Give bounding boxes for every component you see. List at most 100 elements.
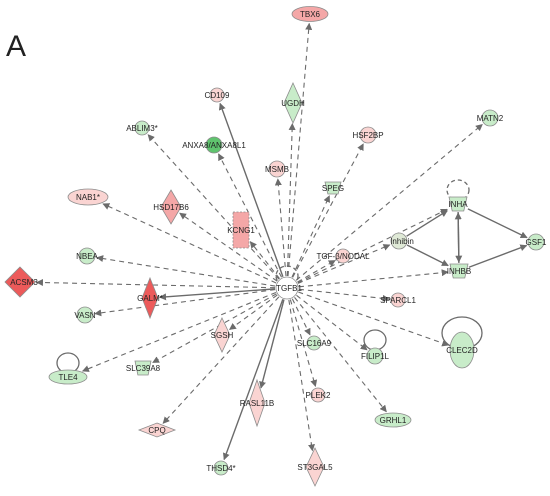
node-acsm3[interactable]: ACSM3 — [4, 266, 38, 298]
edge-tgfb1-to-tbx6 — [287, 22, 313, 277]
node-shape-tbx6 — [291, 6, 329, 22]
node-shape-sgsh — [213, 317, 231, 353]
node-shape-nbea — [78, 247, 96, 265]
node-label-plek2: PLEK2 — [306, 391, 331, 400]
node-shape-ugdh — [283, 82, 303, 124]
edge-tgfb1-to-msmb — [274, 178, 287, 277]
edge-tgfb1-to-filip1l — [296, 294, 368, 351]
node-shape-plek2 — [310, 387, 326, 403]
node-galm[interactable]: GALM* — [137, 276, 163, 320]
node-shape-tgfb1 — [275, 276, 299, 300]
edge-tgfb1-to-tle4 — [81, 292, 277, 372]
node-label-clec2d: CLEC2D — [446, 346, 478, 355]
node-tle4[interactable]: TLE4 — [48, 369, 88, 385]
edge-tgfb1-to-speg — [291, 195, 330, 278]
node-label-inhibin: Inhibin — [390, 237, 414, 246]
node-nbea[interactable]: NBEA — [76, 247, 99, 265]
node-label-msmb: MSMB — [265, 165, 289, 174]
node-rasl11b[interactable]: RASL11B — [240, 378, 275, 428]
edge-tgfb1-to-sparcl1 — [298, 288, 390, 302]
node-slc39a8[interactable]: SLC39A8 — [126, 360, 161, 376]
node-filip1l[interactable]: FILIP1L — [361, 347, 390, 365]
node-shape-nab1 — [67, 188, 109, 206]
self-loop-filip1l — [363, 329, 387, 351]
node-cpq[interactable]: CPQ — [137, 422, 177, 438]
node-shape-grhl1 — [374, 412, 412, 428]
node-tbx6[interactable]: TBX6 — [291, 6, 329, 22]
node-tgfb-nodal[interactable]: TGF-β/NODAL — [316, 248, 370, 264]
node-gsf1[interactable]: GSF1 — [526, 233, 547, 251]
node-label-tgfb1: TGFB1 — [276, 284, 302, 293]
self-loops-layer — [56, 179, 483, 374]
node-shape-sparcl1 — [390, 292, 406, 308]
node-shape-hsd17b6 — [160, 189, 182, 225]
node-sgsh[interactable]: SGSH — [211, 317, 234, 353]
node-label-filip1l: FILIP1L — [361, 352, 390, 361]
edge-tgfb1-to-nab1 — [102, 203, 277, 284]
node-shape-tgfb-nodal — [335, 248, 351, 264]
node-grhl1[interactable]: GRHL1 — [374, 412, 412, 428]
panel-letter: A — [6, 30, 27, 63]
edge-inhibin-to-inhbb — [406, 244, 449, 267]
edge-tgfb1-to-thsd4 — [222, 299, 284, 461]
node-shape-slc16a9 — [306, 335, 322, 351]
node-label-slc39a8: SLC39A8 — [126, 364, 161, 373]
node-label-thsd4: THSD4* — [206, 464, 235, 473]
node-shape-filip1l — [366, 347, 384, 365]
node-sparcl1[interactable]: SPARCL1 — [380, 292, 416, 308]
node-speg[interactable]: SPEG — [322, 181, 344, 195]
node-inhibin[interactable]: Inhibin — [390, 232, 414, 250]
node-clec2d[interactable]: CLEC2D — [446, 331, 478, 369]
node-label-kcng1: KCNG1 — [227, 226, 255, 235]
node-cd109[interactable]: CD109 — [205, 87, 230, 103]
node-shape-thsd4 — [213, 460, 229, 476]
node-kcng1[interactable]: KCNG1 — [227, 211, 255, 249]
node-hsf2bp[interactable]: HSF2BP — [352, 126, 384, 144]
edge-tgfb1-to-st3gal5 — [288, 299, 315, 452]
node-shape-slc39a8 — [134, 360, 152, 376]
node-inha[interactable]: INHA — [448, 196, 468, 212]
node-inhbb[interactable]: INHBB — [447, 263, 471, 279]
node-label-st3gal5: ST3GAL5 — [297, 463, 333, 472]
node-ugdh[interactable]: UGDH — [281, 82, 305, 124]
node-label-tbx6: TBX6 — [300, 10, 321, 19]
node-hsd17b6[interactable]: HSD17B6 — [153, 189, 189, 225]
node-label-nbea: NBEA — [76, 252, 98, 261]
node-matn2[interactable]: MATN2 — [477, 109, 504, 127]
node-label-cd109: CD109 — [205, 91, 230, 100]
node-nab1[interactable]: NAB1* — [67, 188, 109, 206]
node-label-ablim3: ABLIM3* — [126, 124, 158, 133]
node-shape-galm — [141, 276, 159, 320]
edge-tgfb1-to-slc16a9 — [291, 298, 311, 336]
node-label-tle4: TLE4 — [58, 373, 78, 382]
edge-tgfb1-to-inhibin — [297, 244, 391, 284]
node-shape-msmb — [268, 160, 286, 178]
edge-tgfb1-to-rasl11b — [259, 299, 285, 389]
edge-tgfb1-to-hsf2bp — [292, 143, 364, 278]
node-thsd4[interactable]: THSD4* — [206, 460, 236, 476]
node-slc16a9[interactable]: SLC16A9 — [297, 335, 332, 351]
node-label-rasl11b: RASL11B — [240, 399, 275, 408]
edge-tgfb1-to-kcng1 — [249, 241, 280, 279]
node-shape-clec2d — [449, 331, 475, 369]
node-st3gal5[interactable]: ST3GAL5 — [297, 447, 333, 487]
node-plek2[interactable]: PLEK2 — [306, 387, 331, 403]
node-label-slc16a9: SLC16A9 — [297, 339, 332, 348]
edge-tgfb1-to-tgfb-nodal — [297, 259, 336, 283]
node-tgfb1[interactable]: TGFB1 — [275, 276, 302, 300]
edge-inhbb-to-inha — [454, 212, 462, 264]
edge-inhibin-to-inha — [406, 210, 448, 237]
edge-tgfb1-to-ugdh — [286, 122, 296, 277]
edge-tgfb1-to-clec2d — [298, 291, 450, 347]
node-label-tgfb-nodal: TGF-β/NODAL — [316, 252, 370, 261]
edges-layer — [35, 22, 528, 461]
node-msmb[interactable]: MSMB — [265, 160, 289, 178]
node-shape-acsm3 — [4, 266, 36, 298]
node-vasn[interactable]: VASN — [74, 306, 96, 324]
node-anxa8[interactable]: ANXA8/ANXA8L1 — [182, 136, 246, 154]
node-ablim3[interactable]: ABLIM3* — [126, 120, 158, 136]
edge-tgfb1-to-grhl1 — [294, 297, 387, 413]
edge-tgfb1-to-ablim3 — [147, 134, 280, 280]
node-label-cpq: CPQ — [148, 426, 165, 435]
